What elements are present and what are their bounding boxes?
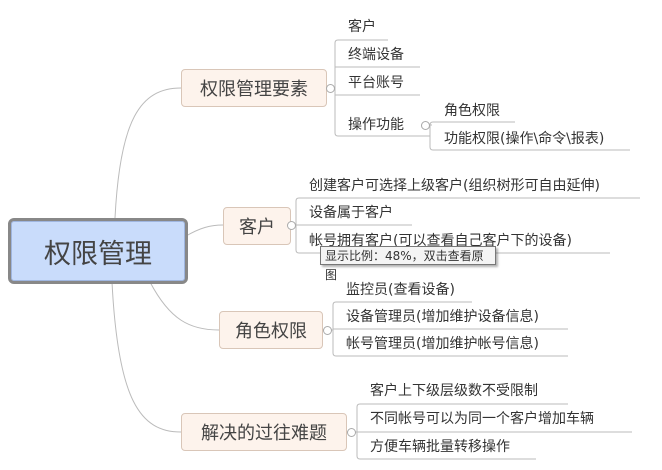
subtopic[interactable]: 设备管理员(增加维护设备信息) — [346, 309, 539, 325]
topic-permission-elements[interactable]: 权限管理要素 — [181, 69, 327, 107]
topic-customer[interactable]: 客户 — [223, 207, 291, 245]
subtopic[interactable]: 终端设备 — [348, 47, 404, 63]
topic-roles[interactable]: 角色权限 — [219, 311, 323, 349]
topic-solved-problems[interactable]: 解决的过往难题 — [181, 413, 347, 451]
subtopic[interactable]: 客户 — [348, 19, 376, 35]
subtopic[interactable]: 角色权限 — [444, 103, 500, 119]
collapse-toggle[interactable] — [287, 221, 296, 230]
subtopic[interactable]: 创建客户可选择上级客户(组织树形可自由延伸) — [309, 178, 600, 194]
collapse-toggle[interactable] — [421, 121, 430, 130]
root-topic[interactable]: 权限管理 — [8, 218, 188, 284]
collapse-toggle[interactable] — [347, 428, 356, 437]
subtopic[interactable]: 平台账号 — [348, 75, 404, 91]
subtopic[interactable]: 方便车辆批量转移操作 — [370, 439, 510, 455]
subtopic[interactable]: 帐号管理员(增加维护帐号信息) — [346, 336, 539, 352]
subtopic[interactable]: 设备属于客户 — [309, 205, 393, 221]
zoom-tooltip: 显示比例：48%，双击查看原图 — [320, 246, 496, 282]
subtopic[interactable]: 操作功能 — [348, 117, 404, 133]
collapse-toggle[interactable] — [326, 84, 335, 93]
subtopic[interactable]: 不同帐号可以为同一个客户增加车辆 — [370, 411, 594, 427]
subtopic[interactable]: 帐号拥有客户(可以查看自己客户下的设备) — [309, 233, 572, 249]
subtopic[interactable]: 监控员(查看设备) — [346, 282, 455, 298]
collapse-toggle[interactable] — [323, 326, 332, 335]
subtopic[interactable]: 客户上下级层级数不受限制 — [370, 383, 538, 399]
subtopic[interactable]: 功能权限(操作\命令\报表) — [444, 131, 605, 147]
